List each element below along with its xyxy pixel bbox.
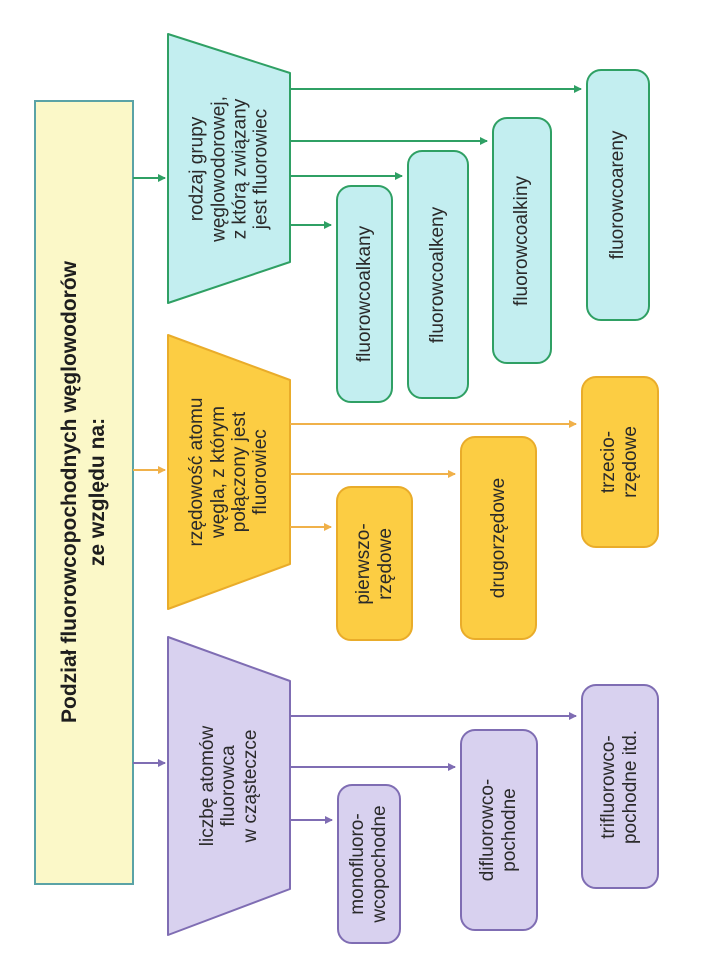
leaf-label-2-3: fluorowcoareny: [607, 130, 629, 260]
category-label-2: rodzaj grupy węglowodorowej, z którą zwi…: [186, 95, 272, 242]
leaf-box-2-0: [336, 185, 393, 403]
leaf-label-2-2: fluorowcoalkiny: [511, 175, 533, 306]
leaf-label-1-0: pierwszo- rzędowe: [352, 522, 396, 605]
leaf-box-2-2: [492, 117, 552, 364]
leaf-box-1-0: [336, 486, 413, 641]
leaf-label-0-0: monofluoro- wcopochodne: [347, 805, 390, 923]
leaf-label-1-2: trzecio- rzędowe: [598, 426, 641, 498]
leaf-box-0-2: [581, 684, 659, 889]
leaf-label-0-2: trifluorowco- pochodne itd.: [598, 729, 641, 844]
leaf-label-2-0: fluorowcoalkany: [353, 225, 375, 363]
leaf-box-2-3: [586, 69, 650, 321]
leaf-box-1-1: [460, 436, 537, 640]
leaf-box-2-1: [407, 150, 469, 399]
leaf-label-1-1: drugorzędowe: [487, 477, 509, 599]
category-box-1: [167, 334, 291, 610]
leaf-box-0-0: [337, 784, 401, 944]
leaf-box-0-1: [460, 729, 538, 931]
category-label-1: rzędowość atomu węgla, z którym połączon…: [186, 397, 272, 547]
leaf-label-0-1: difluorowco- pochodne: [477, 778, 520, 882]
category-box-2: [167, 33, 291, 304]
leaf-label-2-1: fluorowcoalkeny: [427, 206, 449, 343]
title-box: [34, 100, 134, 885]
leaf-box-1-2: [581, 376, 659, 548]
category-box-0: [167, 636, 291, 936]
category-label-0: liczbę atomów fluorowca w cząsteczce: [197, 725, 261, 847]
diagram-title: Podział fluorowcopochodnych węglowodorów…: [57, 261, 109, 723]
